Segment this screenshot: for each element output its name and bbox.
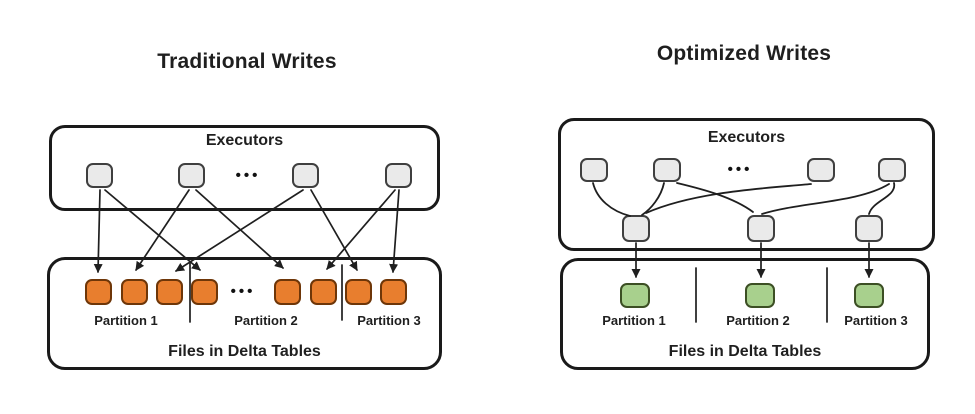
left-executor-box-3 <box>292 163 319 188</box>
left-partition-2-label: Partition 2 <box>234 313 298 328</box>
left-partition-3-label: Partition 3 <box>357 313 421 328</box>
left-file-box-5 <box>274 279 301 305</box>
left-file-box-8 <box>380 279 407 305</box>
left-files-ellipsis-icon: ••• <box>230 283 256 300</box>
left-executors-ellipsis-icon: ••• <box>235 167 261 184</box>
right-file-box-3 <box>854 283 884 308</box>
left-file-box-2 <box>121 279 148 305</box>
right-shuffle-box-2 <box>747 215 775 242</box>
right-executor-box-1 <box>580 158 608 182</box>
right-executor-box-2 <box>653 158 681 182</box>
left-file-box-4 <box>191 279 218 305</box>
right-diagram-title: Optimized Writes <box>656 42 832 65</box>
left-executor-box-1 <box>86 163 113 188</box>
right-executors-label: Executors <box>707 129 786 146</box>
right-shuffle-box-3 <box>855 215 883 242</box>
left-file-box-7 <box>345 279 372 305</box>
left-executor-box-4 <box>385 163 412 188</box>
right-executors-ellipsis-icon: ••• <box>727 161 753 178</box>
right-partition-1-label: Partition 1 <box>602 313 666 328</box>
right-executor-box-4 <box>878 158 906 182</box>
right-files-label: Files in Delta Tables <box>668 343 822 360</box>
right-file-box-1 <box>620 283 650 308</box>
right-partition-2-label: Partition 2 <box>726 313 790 328</box>
left-executors-label: Executors <box>205 132 284 149</box>
right-partition-3-label: Partition 3 <box>844 313 908 328</box>
left-files-label: Files in Delta Tables <box>168 343 321 360</box>
right-shuffle-box-1 <box>622 215 650 242</box>
left-diagram-title: Traditional Writes <box>157 50 337 73</box>
right-file-box-2 <box>745 283 775 308</box>
left-executor-box-2 <box>178 163 205 188</box>
left-file-box-3 <box>156 279 183 305</box>
left-file-box-6 <box>310 279 337 305</box>
left-file-box-1 <box>85 279 112 305</box>
right-executor-box-3 <box>807 158 835 182</box>
left-partition-1-label: Partition 1 <box>94 313 158 328</box>
left-files-container <box>47 257 442 370</box>
